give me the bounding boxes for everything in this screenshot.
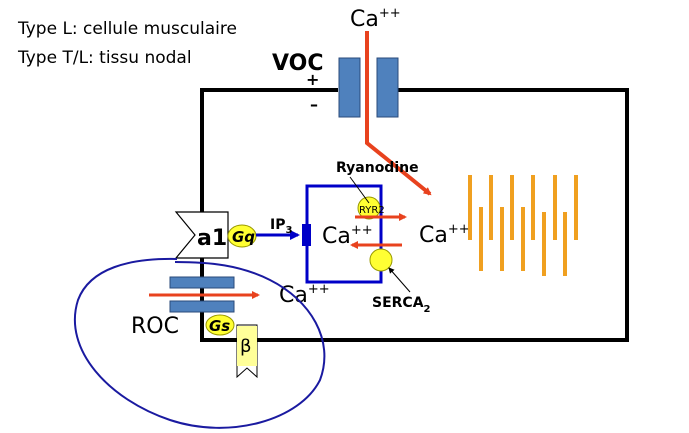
myofilament-upper (553, 175, 557, 240)
ryr2-channel (357, 196, 381, 220)
voc-label: VOC (272, 51, 324, 76)
plus-sign: + (306, 70, 319, 89)
roc-channel-top-subunit (169, 276, 235, 289)
ryr2-label: RYR2 (359, 205, 385, 216)
ryanodine-pointer-line (349, 176, 370, 204)
alpha1-receptor (174, 211, 229, 259)
myofilaments (468, 175, 578, 276)
ip3-label: IP3 (270, 217, 292, 236)
ca-sr-label: Ca++ (322, 223, 373, 249)
ryanodine-label: Ryanodine (336, 160, 419, 176)
ca-cytosolic-label: Ca++ (419, 222, 470, 248)
myofilament-upper (489, 175, 493, 240)
serca-pointer-line (388, 267, 411, 293)
serca-pump (369, 248, 393, 272)
ca-roc-label: Ca++ (279, 282, 330, 308)
serca-label: SERCA2 (372, 295, 431, 315)
legend-line-type-l: Type L: cellule musculaire (17, 19, 237, 39)
roc-label: ROC (131, 314, 179, 339)
voc-channel (338, 57, 399, 118)
legend-line-type-tl: Type T/L: tissu nodal (17, 48, 192, 68)
gq-label: Gq (232, 228, 255, 246)
minus-sign: – (310, 95, 318, 114)
myofilament-upper (468, 175, 472, 240)
voc-channel-left-subunit (338, 57, 361, 118)
cell-membrane (200, 88, 629, 342)
beta-label: β (240, 336, 252, 357)
gs-label: Gs (209, 317, 230, 335)
myofilament-upper (531, 175, 535, 240)
gs-protein (205, 314, 235, 336)
roc-channel-bottom-subunit (169, 300, 235, 313)
ca-extracellular-label: Ca++ (350, 6, 401, 32)
myofilament-upper (574, 175, 578, 240)
myofilament-upper (510, 175, 514, 240)
beta-receptor (237, 326, 257, 366)
voc-calcium-flux-arrow (365, 31, 432, 196)
myofilament-lower (500, 207, 504, 271)
myofilament-lower (563, 212, 567, 276)
highlight-loop (73, 257, 326, 429)
alpha1-label: a1 (197, 226, 227, 251)
voc-channel-right-subunit (376, 57, 399, 118)
myofilament-lower (542, 212, 546, 276)
myofilament-lower (521, 207, 525, 271)
ip3-receptor (302, 224, 311, 246)
beta-receptor-outline (236, 324, 258, 379)
myofilament-lower (479, 207, 483, 271)
